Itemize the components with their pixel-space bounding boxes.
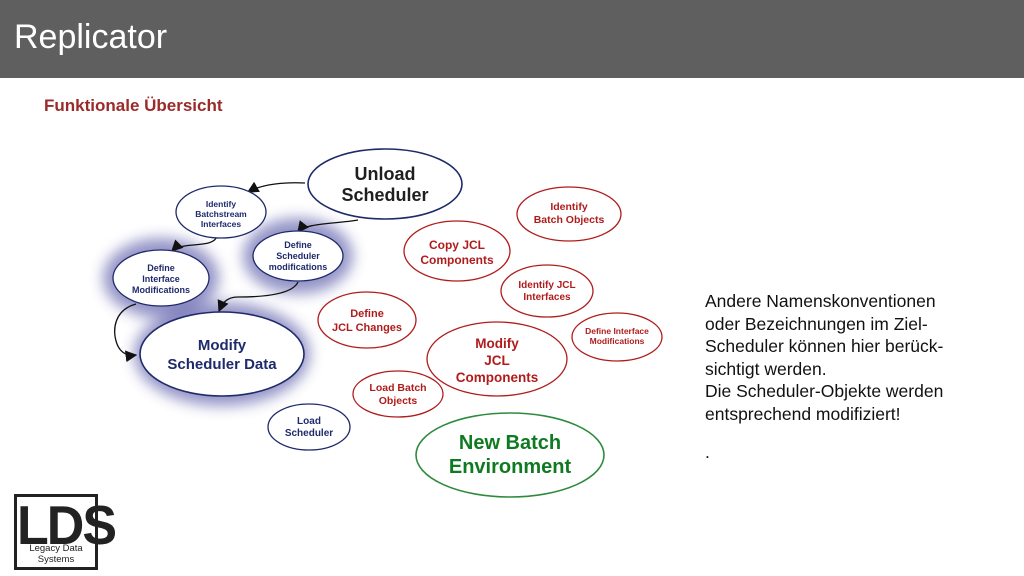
node-define-interface-mods-left	[112, 249, 210, 307]
node-identify-batchstream	[175, 185, 267, 239]
node-identify-batch-objects	[516, 186, 622, 242]
node-new-batch-environment	[415, 412, 605, 498]
node-modify-scheduler-data	[139, 311, 305, 397]
node-define-scheduler-mods	[252, 230, 344, 282]
node-identify-jcl-interfaces	[500, 264, 594, 318]
arrow-define-to-modify	[217, 281, 299, 313]
node-load-batch-objects	[352, 370, 444, 418]
arrow-unload-to-identify	[246, 181, 306, 193]
node-modify-jcl	[426, 321, 568, 397]
node-load-scheduler	[267, 403, 351, 451]
lds-logo-caption: Legacy Data Systems	[29, 543, 83, 565]
node-unload-scheduler	[307, 148, 463, 220]
explanation-trailing-dot: .	[705, 442, 710, 462]
explanation-paragraph: Andere Namenskonventionen oder Bezeichnu…	[705, 291, 944, 424]
title-bar	[0, 0, 1024, 78]
arrow-unload-to-define	[297, 219, 359, 234]
node-define-interface-mods-right	[571, 312, 663, 362]
arrow-identify-to-interface	[171, 235, 218, 252]
explanation-text: Andere Namenskonventionen oder Bezeichnu…	[705, 290, 1005, 464]
slide-title: Replicator	[14, 18, 168, 56]
node-define-jcl-changes	[317, 291, 417, 349]
slide-subtitle: Funktionale Übersicht	[44, 96, 223, 115]
arrow-interface-to-modify	[114, 303, 138, 363]
lds-logo-letters: LDS	[17, 495, 117, 557]
node-copy-jcl	[403, 220, 511, 282]
lds-logo: LDS Legacy Data Systems	[14, 494, 117, 570]
